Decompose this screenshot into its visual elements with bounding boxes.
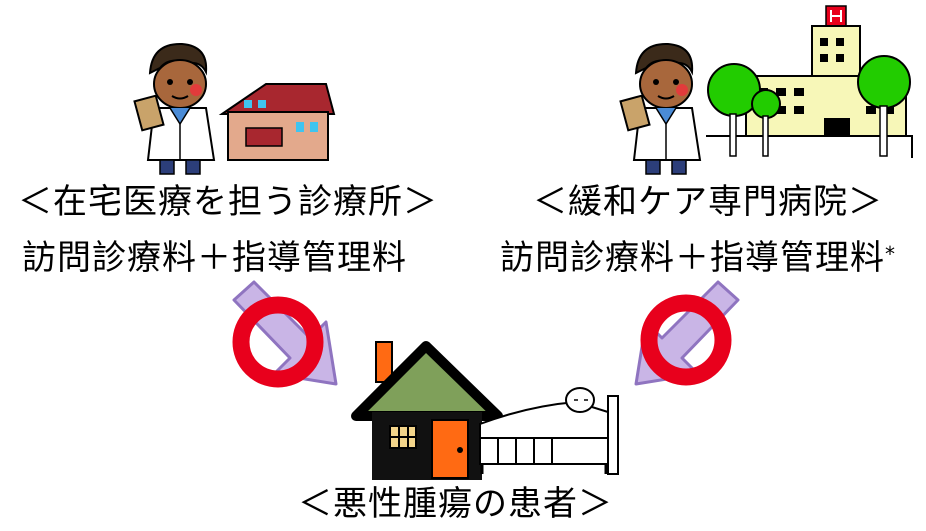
right-circle-mark-icon <box>640 294 732 386</box>
hospital-fee-row: 訪問診療料＋指導管理料* <box>500 238 896 278</box>
clinic-title: ＜在宅医療を担う診療所＞ <box>18 182 438 222</box>
hospital-fee-footnote-mark: * <box>885 242 896 266</box>
hospital-fee: 訪問診療料＋指導管理料 <box>500 238 885 278</box>
patient-home-icon <box>351 341 503 480</box>
patient-title: ＜悪性腫瘍の患者＞ <box>298 484 613 524</box>
hospital-building-icon <box>706 5 913 158</box>
patient-bed-icon <box>479 387 619 475</box>
clinic-house-icon <box>218 83 336 161</box>
left-circle-mark-icon <box>232 296 324 388</box>
clinic-doctor-icon <box>133 42 216 175</box>
hospital-doctor-icon <box>619 42 702 175</box>
hospital-title: ＜緩和ケア専門病院＞ <box>533 182 883 222</box>
clinic-fee: 訪問診療料＋指導管理料 <box>22 238 407 278</box>
